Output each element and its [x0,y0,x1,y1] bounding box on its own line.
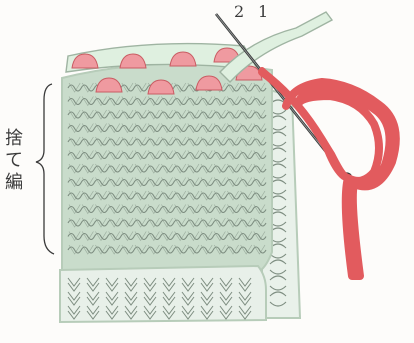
waste-yarn-label: 捨 て 編 [4,128,24,194]
needle-marker-2: 2 [234,2,244,21]
label-char-2: て [4,150,24,172]
needle-marker-1: 1 [258,2,268,21]
label-char-3: 編 [4,172,24,194]
label-char-1: 捨 [4,128,24,150]
side-bracket [36,84,54,254]
ribbing-band [60,266,266,322]
